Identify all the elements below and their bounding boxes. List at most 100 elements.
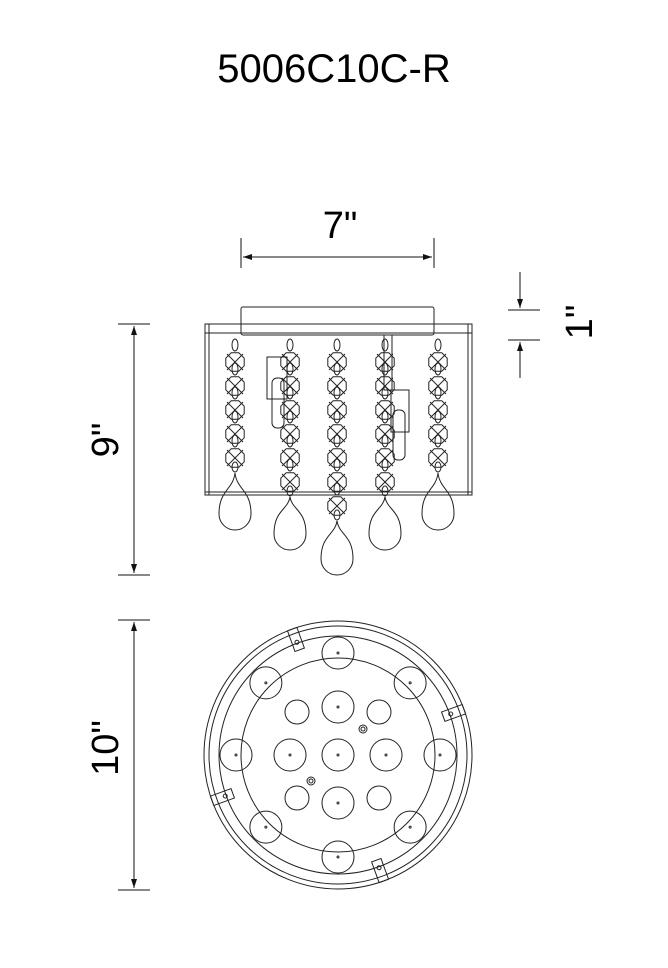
width-label: 7"	[323, 205, 358, 247]
teardrop-crystal	[218, 472, 252, 531]
crystal-bead	[286, 434, 294, 448]
crystal-hole	[321, 840, 355, 874]
octagon-crystal	[280, 472, 300, 492]
crystal-strand	[320, 338, 354, 576]
socket-right	[390, 389, 410, 433]
octagon-crystal	[225, 400, 245, 420]
octagon-crystal	[428, 424, 448, 444]
crystal-bead	[286, 410, 294, 424]
octagon-crystal	[375, 400, 395, 420]
crystal-bead	[333, 386, 341, 400]
octagon-crystal	[375, 448, 395, 468]
octagon-crystal	[375, 424, 395, 444]
top-view	[203, 620, 473, 890]
crystal-hole	[321, 786, 355, 820]
crystal-bead	[286, 458, 294, 472]
crystal-hole	[321, 690, 355, 724]
octagon-crystal	[375, 472, 395, 492]
crystal-bead	[434, 362, 442, 376]
canopy	[240, 306, 435, 336]
small-hole	[284, 699, 310, 725]
crystal-bead	[231, 362, 239, 376]
octagon-crystal	[428, 400, 448, 420]
octagon-crystal	[280, 424, 300, 444]
crystal-bead	[381, 362, 389, 376]
mounting-tab	[209, 787, 236, 807]
small-hole	[366, 699, 392, 725]
teardrop-crystal	[368, 496, 402, 551]
octagon-crystal	[280, 376, 300, 396]
bulb-left	[271, 377, 285, 429]
small-hole	[366, 785, 392, 811]
crystal-bead	[333, 338, 341, 352]
crystal-bead	[333, 458, 341, 472]
octagon-crystal	[327, 424, 347, 444]
crystal-bead	[381, 338, 389, 352]
crystal-bead	[333, 509, 341, 521]
canopy-height-label: 1"	[559, 305, 601, 340]
crystal-bead	[231, 410, 239, 424]
octagon-crystal	[375, 376, 395, 396]
octagon-crystal	[327, 472, 347, 492]
octagon-crystal	[327, 376, 347, 396]
octagon-crystal	[225, 424, 245, 444]
mounting-tab	[370, 857, 390, 884]
crystal-bead	[286, 485, 294, 497]
crystal-hole	[249, 810, 283, 844]
octagon-crystal	[225, 376, 245, 396]
crystal-hole	[219, 738, 253, 772]
crystal-bead	[381, 386, 389, 400]
crystal-bead	[434, 461, 442, 473]
crystal-bead	[381, 434, 389, 448]
crystal-bead	[231, 386, 239, 400]
crystal-bead	[333, 434, 341, 448]
crystal-hole	[369, 738, 403, 772]
mounting-tab	[440, 703, 467, 723]
octagon-crystal	[280, 352, 300, 372]
crystal-bead	[286, 386, 294, 400]
diameter-label: 10"	[85, 720, 127, 776]
crystal-bead	[381, 410, 389, 424]
octagon-crystal	[327, 496, 347, 516]
teardrop-crystal	[421, 472, 455, 531]
crystal-bead	[286, 338, 294, 352]
teardrop-crystal	[273, 496, 307, 551]
crystal-bead	[434, 338, 442, 352]
octagon-crystal	[428, 448, 448, 468]
crystal-bead	[381, 458, 389, 472]
crystal-hole	[423, 738, 457, 772]
crystal-hole	[393, 666, 427, 700]
crystal-hole	[249, 666, 283, 700]
crystal-bead	[434, 434, 442, 448]
mounting-tab	[286, 626, 306, 653]
frame	[204, 323, 473, 496]
octagon-crystal	[327, 400, 347, 420]
width-dimension: 7"	[240, 205, 435, 268]
crystal-hole	[273, 738, 307, 772]
octagon-crystal	[280, 448, 300, 468]
crystal-bead	[434, 386, 442, 400]
octagon-crystal	[225, 448, 245, 468]
crystal-hole	[321, 738, 355, 772]
crystal-bead	[381, 485, 389, 497]
front-view	[204, 306, 473, 576]
octagon-crystal	[280, 400, 300, 420]
crystal-strand	[273, 338, 307, 551]
model-title: 5006C10C-R	[217, 47, 450, 91]
octagon-crystal	[428, 376, 448, 396]
crystal-strand	[421, 338, 455, 531]
crystal-bead	[231, 461, 239, 473]
crystal-strand	[368, 338, 402, 551]
crystal-bead	[333, 410, 341, 424]
height-dimension: 9"	[85, 323, 150, 576]
crystal-bead	[333, 362, 341, 376]
octagon-crystal	[225, 352, 245, 372]
octagon-crystal	[375, 352, 395, 372]
crystal-bead	[434, 410, 442, 424]
crystal-hole	[393, 810, 427, 844]
crystal-bead	[231, 434, 239, 448]
height-label: 9"	[85, 423, 127, 458]
crystal-strand	[218, 338, 252, 531]
octagon-crystal	[327, 448, 347, 468]
